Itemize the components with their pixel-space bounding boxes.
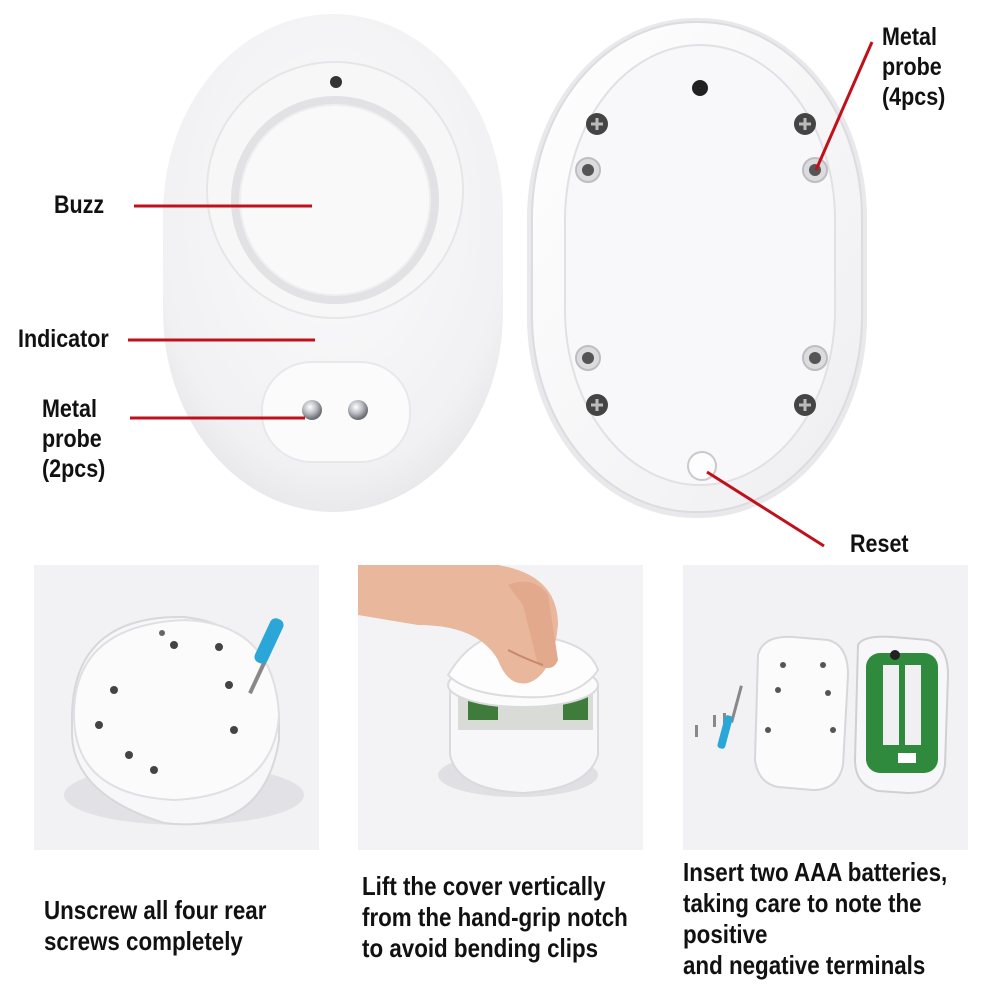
back-housing	[527, 18, 867, 518]
step3-caption: Insert two AAA batteries, taking care to…	[683, 857, 948, 980]
back-probe-label-line1: Metal	[882, 23, 937, 51]
back-screws	[586, 113, 816, 416]
front-housing	[163, 14, 503, 512]
indicator-label: Indicator	[18, 325, 109, 353]
device-front-view	[128, 14, 874, 548]
step2-caption: Lift the cover vertically from the hand-…	[362, 871, 628, 963]
front-probe-right	[348, 400, 368, 420]
back-probe-label-line2: probe	[882, 53, 942, 81]
front-probe-label-line2: probe	[42, 425, 102, 453]
front-probe-label-line1: Metal	[42, 395, 97, 423]
front-probe-label-line3: (2pcs)	[42, 455, 106, 483]
reset-label: Reset	[850, 530, 909, 558]
reset-leader-line	[706, 470, 825, 548]
front-probe-left	[302, 400, 322, 420]
step1-caption: Unscrew all four rear screws completely	[44, 895, 267, 956]
step2-photo	[358, 565, 643, 850]
step1-photo	[34, 565, 319, 850]
back-probe-label-line3: (4pcs)	[882, 83, 946, 111]
buzz-label: Buzz	[54, 191, 105, 219]
back-probe-leader-line	[814, 41, 874, 171]
back-probes	[575, 157, 828, 371]
step3-photo	[683, 565, 968, 850]
